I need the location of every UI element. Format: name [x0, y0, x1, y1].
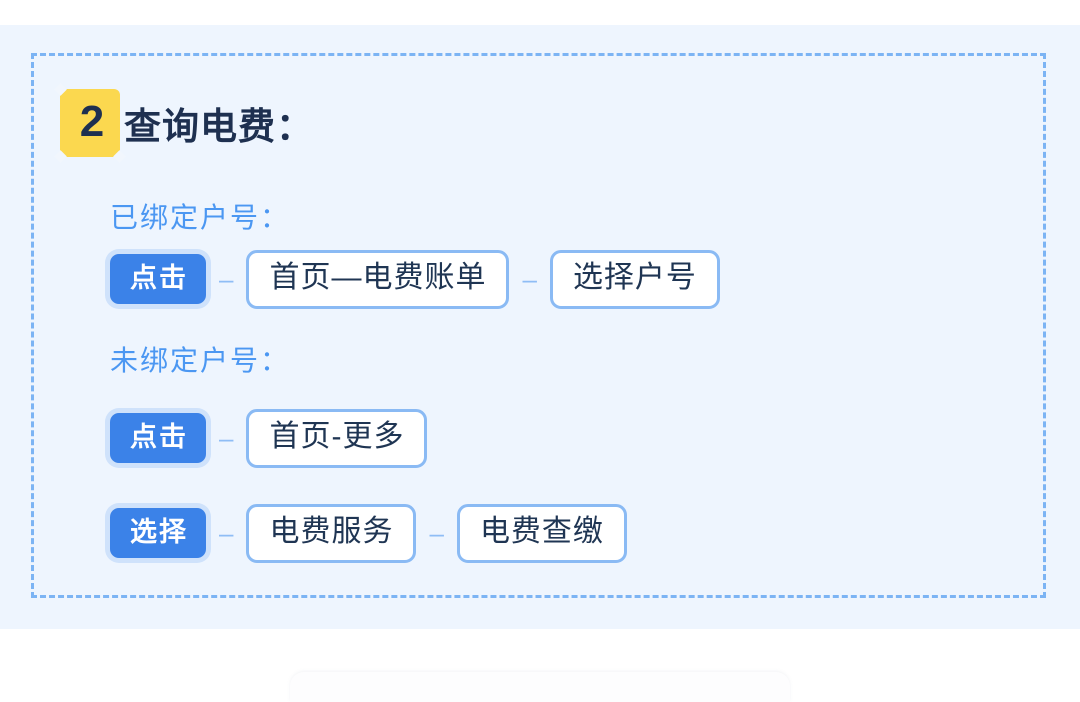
connector-dash: – — [219, 423, 234, 454]
connector-dash: – — [429, 518, 444, 549]
connector-dash: – — [219, 264, 234, 295]
connector-dash: – — [219, 518, 234, 549]
action-chip-click[interactable]: 点击 — [110, 254, 206, 305]
flow-row-bound-1: 点击 – 首页—电费账单 – 选择户号 — [110, 250, 720, 309]
action-chip-click[interactable]: 点击 — [110, 413, 206, 464]
section-label-bound: 已绑定户号： — [110, 202, 291, 233]
path-chip-home-more[interactable]: 首页-更多 — [246, 409, 428, 468]
step-title: 查询电费： — [124, 106, 314, 147]
step-number-badge-icon: 2 — [54, 83, 126, 163]
badge-notch-bottom-left-icon — [54, 150, 67, 163]
step-number: 2 — [79, 97, 105, 146]
flow-row-unbound-2: 选择 – 电费服务 – 电费查缴 — [110, 504, 627, 563]
path-chip-home-bill[interactable]: 首页—电费账单 — [246, 250, 510, 309]
step-title-row: 2 查询电费： — [54, 83, 314, 163]
flow-row-unbound-1: 点击 – 首页-更多 — [110, 409, 428, 468]
badge-notch-bottom-right-icon — [113, 150, 126, 163]
next-card-peek — [290, 672, 790, 702]
badge-notch-top-left-icon — [54, 83, 67, 96]
section-label-unbound: 未绑定户号： — [110, 345, 291, 376]
step-container: 2 查询电费： 已绑定户号： 点击 – 首页—电费账单 – 选择户号 未绑定户号… — [31, 53, 1046, 598]
action-chip-select[interactable]: 选择 — [110, 508, 206, 559]
path-chip-electric-service[interactable]: 电费服务 — [246, 504, 417, 563]
connector-dash: – — [522, 264, 537, 295]
path-chip-electric-pay[interactable]: 电费查缴 — [456, 504, 627, 563]
path-chip-select-account[interactable]: 选择户号 — [549, 250, 720, 309]
